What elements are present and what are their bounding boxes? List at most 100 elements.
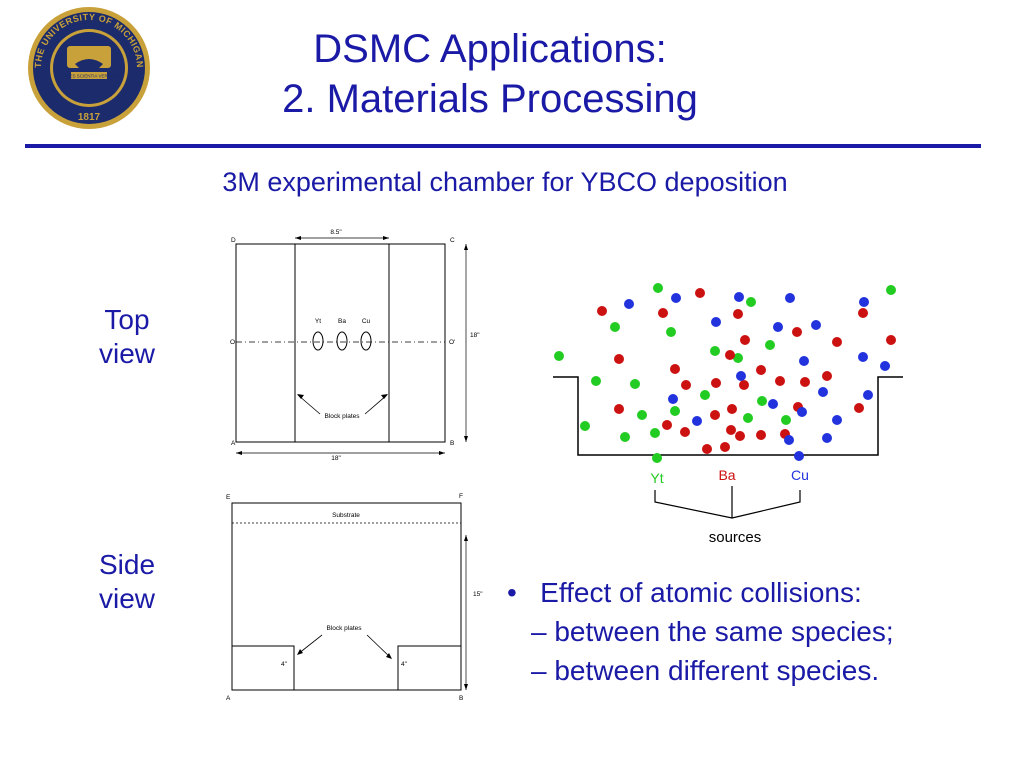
seal-banner-text: ARTES SCIENTIA VERITAS [61,74,118,79]
yt-particle [554,351,564,361]
yt-particle [650,428,660,438]
cu-particle [736,371,746,381]
bullet-main-text: Effect of atomic collisions: [540,577,862,608]
cu-particle [859,297,869,307]
top-source-ba: Ba [338,318,346,325]
chamber-outline [553,376,903,456]
top-view-diagram: 8.5" 18" 18" D C A B O O' Yt Ba Cu Block… [230,229,480,462]
cu-particle [799,356,809,366]
top-corner-a: A [231,440,236,447]
bullet-list: • Effect of atomic collisions: – between… [507,573,894,690]
cu-particle [794,451,804,461]
yt-particle [886,285,896,295]
yt-particle [765,340,775,350]
ba-particle [775,376,785,386]
top-source-yt: Yt [315,318,321,325]
particle-collision-diagram: Yt Ba Cu sources [553,283,903,546]
top-dim-width: 8.5" [330,229,342,236]
sources-label: sources [709,529,762,546]
top-axis-o-prime: O' [449,339,455,346]
source-ba-label: Ba [718,467,735,483]
cu-particle [863,390,873,400]
side-block-plates-label: Block plates [326,625,362,632]
top-source-cu: Cu [362,318,371,325]
side-corner-f: F [459,493,463,500]
side-substrate-label: Substrate [332,512,360,519]
title-line-1: DSMC Applications: [313,27,667,71]
top-view-label-line1: Top [104,304,150,335]
cu-particle [880,361,890,371]
top-dim-bottom: 18" [331,455,341,462]
yt-particle [637,410,647,420]
yt-particle [757,396,767,406]
cu-particle [818,387,828,397]
side-view-label-line2: view [98,583,155,614]
ba-particle [681,380,691,390]
yt-particle [746,297,756,307]
ba-particle [702,444,712,454]
ba-particle [597,306,607,316]
ba-particle [726,425,736,435]
yt-particle [743,413,753,423]
cu-particle [832,415,842,425]
ba-particle [756,430,766,440]
side-view-diagram: Substrate 15" Block plates 4" 4" E F A B [226,493,483,702]
ba-particle [727,404,737,414]
yt-particle [733,353,743,363]
yt-particle [666,327,676,337]
ba-particle [662,420,672,430]
ba-particle [614,354,624,364]
yt-particle [710,346,720,356]
cu-particle [671,293,681,303]
title-divider [25,144,981,148]
yt-particle [580,421,590,431]
ba-particle [614,404,624,414]
cu-particle [822,433,832,443]
ba-particle [711,378,721,388]
ba-particle [695,288,705,298]
seal-year: 1817 [78,112,101,123]
ba-particle [832,337,842,347]
cu-particle [711,317,721,327]
yt-particle [591,376,601,386]
side-view-label-line1: Side [98,549,156,580]
cu-particle [797,407,807,417]
top-axis-o: O [230,339,235,346]
ba-particle [740,335,750,345]
ba-particle [658,308,668,318]
top-block-plates-label: Block plates [324,413,360,420]
bullet-item-main: • Effect of atomic collisions: [507,577,862,608]
ba-particle [725,350,735,360]
university-seal-logo: THE UNIVERSITY OF MICHIGAN ARTES SCIENTI… [28,7,150,129]
cu-particle [811,320,821,330]
yt-particle [700,390,710,400]
source-bracket-left [654,486,733,519]
top-corner-c: C [450,237,455,244]
side-corner-a: A [226,695,231,702]
ba-particle [756,365,766,375]
side-dim-left-block: 4" [281,661,288,668]
side-view-label: Side view [88,548,166,616]
particle-group [554,283,896,463]
side-dim-right-block: 4" [401,661,408,668]
cu-particle [668,394,678,404]
side-dim-right: 15" [473,591,483,598]
yt-particle [610,322,620,332]
yt-particle [620,432,630,442]
top-view-label-line2: view [98,338,155,369]
yt-particle [653,283,663,293]
slide-subtitle: 3M experimental chamber for YBCO deposit… [222,167,788,197]
cu-particle [624,299,634,309]
ba-particle [800,377,810,387]
top-corner-b: B [450,440,454,447]
slide-title: DSMC Applications: 2. Materials Processi… [200,24,780,124]
ba-particle [710,410,720,420]
cu-particle [734,292,744,302]
cu-particle [773,322,783,332]
cu-particle [784,435,794,445]
yt-particle [630,379,640,389]
ba-particle [670,364,680,374]
cu-particle [785,293,795,303]
ba-particle [886,335,896,345]
ba-particle [739,380,749,390]
